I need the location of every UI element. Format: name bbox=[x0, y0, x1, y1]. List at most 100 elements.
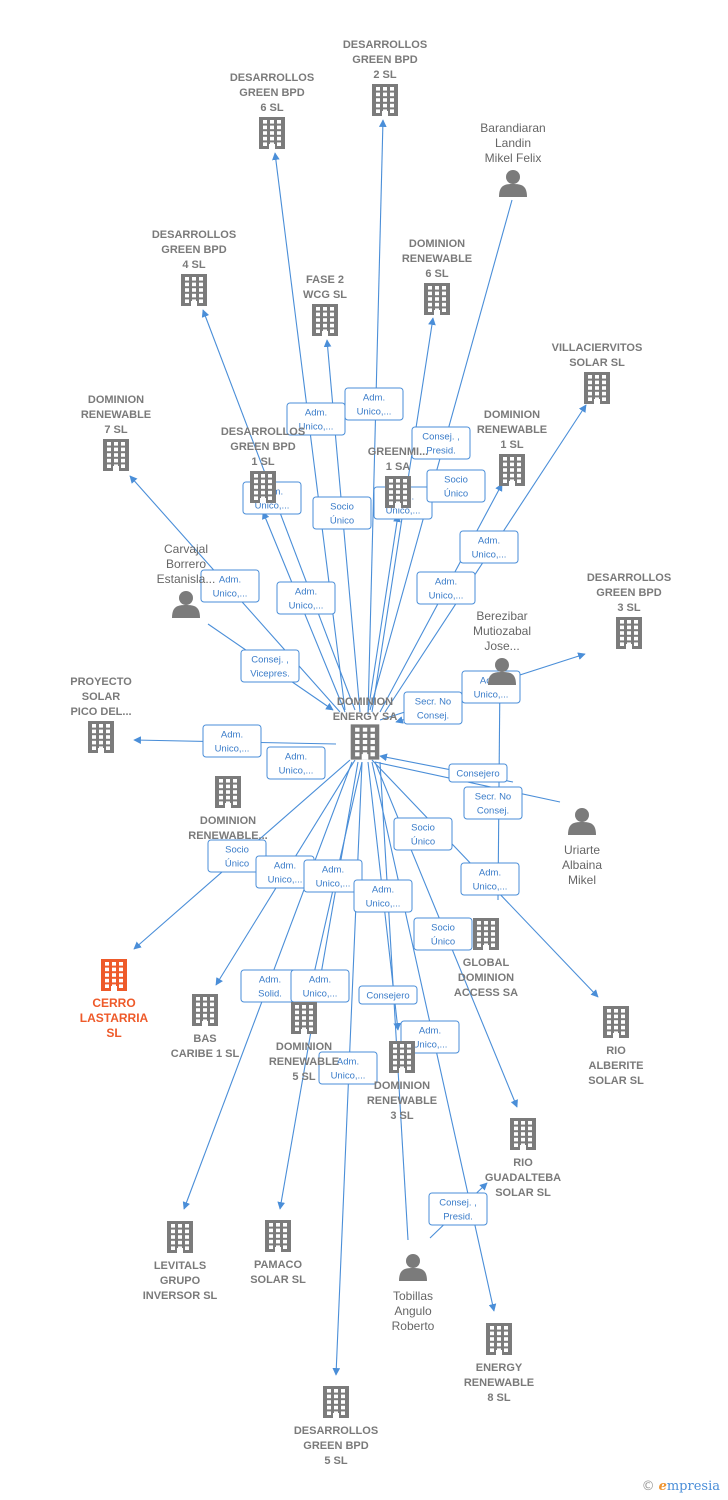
edge-label-30[interactable]: Consej. ,Presid. bbox=[428, 1192, 488, 1226]
node-berez[interactable]: BerezibarMutiozabalJose... bbox=[473, 609, 531, 685]
node-label: Roberto bbox=[392, 1319, 435, 1333]
node-label: GREENMI... bbox=[368, 446, 429, 458]
node-label: RIO bbox=[606, 1045, 626, 1057]
edge-label-box bbox=[463, 786, 523, 820]
edge-label-box bbox=[290, 969, 350, 1003]
edge-label-0[interactable]: Adm.Unico,... bbox=[344, 387, 404, 421]
node-label: RENEWABLE bbox=[464, 1377, 534, 1389]
edge-label-text: Unico,... bbox=[429, 591, 464, 602]
building-icon bbox=[101, 959, 127, 991]
edge-label-10[interactable]: Adm.Unico,... bbox=[416, 571, 476, 605]
edge-label-7[interactable]: Adm.Unico,... bbox=[459, 530, 519, 564]
person-icon bbox=[568, 808, 596, 835]
edge-label-box bbox=[303, 859, 363, 893]
person-icon bbox=[172, 591, 200, 618]
node-label: 1 SL bbox=[251, 456, 275, 468]
edge-label-11[interactable]: Consej. ,Vicepres. bbox=[240, 649, 300, 683]
edge-label-14[interactable]: Adm.Unico,... bbox=[202, 724, 262, 758]
node-label: 2 SL bbox=[373, 69, 397, 81]
edge-label-29[interactable]: Adm.Unico,... bbox=[318, 1051, 378, 1085]
edge-label-box bbox=[202, 724, 262, 758]
edge-label-25[interactable]: Adm.Solid. bbox=[240, 969, 300, 1003]
edge-label-text: Socio bbox=[225, 845, 249, 856]
node-carvaj[interactable]: CarvajalBorreroEstanisla... bbox=[157, 542, 216, 618]
edge-label-27[interactable]: Consejero bbox=[358, 985, 418, 1005]
building-icon bbox=[167, 1221, 193, 1253]
edge-label-text: Unico,... bbox=[331, 1071, 366, 1082]
edge-label-text: Consej. bbox=[417, 711, 449, 722]
footer-brand[interactable]: ©empresia bbox=[642, 1479, 720, 1494]
node-label: DESARROLLOS bbox=[230, 72, 314, 84]
edge-label-23[interactable]: Adm.Unico,... bbox=[353, 879, 413, 913]
edge-label-26[interactable]: Adm.Unico,... bbox=[290, 969, 350, 1003]
edge-label-box bbox=[353, 879, 413, 913]
building-icon bbox=[510, 1118, 536, 1150]
edge-label-19[interactable]: Adm.Unico,... bbox=[460, 862, 520, 896]
node-label: LEVITALS bbox=[154, 1260, 206, 1272]
edge-label-text: Unico,... bbox=[303, 989, 338, 1000]
edge-label-28[interactable]: Adm.Unico,... bbox=[400, 1020, 460, 1054]
node-greenm[interactable]: GREENMI...1 SA bbox=[368, 446, 429, 508]
node-domr_x[interactable]: DOMINIONRENEWABLE... bbox=[188, 776, 268, 842]
edge-label-15[interactable]: Adm.Unico,... bbox=[266, 746, 326, 780]
edge-label-16[interactable]: Consejero bbox=[448, 763, 508, 783]
edge-label-box bbox=[200, 569, 260, 603]
node-label: 1 SL bbox=[500, 439, 524, 451]
edge-label-text: Socio bbox=[431, 923, 455, 934]
edge-line-9 bbox=[367, 514, 401, 713]
node-label: SOLAR SL bbox=[250, 1274, 306, 1286]
edge-label-box bbox=[400, 1020, 460, 1054]
node-label: 5 SL bbox=[292, 1071, 316, 1083]
edge-label-text: Adm. bbox=[259, 975, 281, 986]
edge-label-8[interactable]: Adm.Unico,... bbox=[200, 569, 260, 603]
node-label: VILLACIERVITOS bbox=[552, 342, 643, 354]
node-label: DESARROLLOS bbox=[221, 426, 305, 438]
edge-label-text: Adm. bbox=[419, 1026, 441, 1037]
node-label: DOMINION bbox=[484, 409, 540, 421]
edge-label-box bbox=[240, 649, 300, 683]
node-label: GREEN BPD bbox=[352, 54, 417, 66]
edge-label-22[interactable]: Adm.Unico,... bbox=[303, 859, 363, 893]
edge-line-17 bbox=[497, 671, 501, 901]
edge-label-21[interactable]: Adm.Unico,... bbox=[255, 855, 315, 889]
node-label: GREEN BPD bbox=[161, 244, 226, 256]
edge-label-2[interactable]: Consej. ,Presid. bbox=[411, 426, 471, 460]
edge-label-text: Unico,... bbox=[299, 422, 334, 433]
edge-label-1[interactable]: Adm.Unico,... bbox=[286, 402, 346, 436]
edge-label-9[interactable]: Adm.Unico,... bbox=[276, 581, 336, 615]
edge-label-text: Adm. bbox=[219, 575, 241, 586]
